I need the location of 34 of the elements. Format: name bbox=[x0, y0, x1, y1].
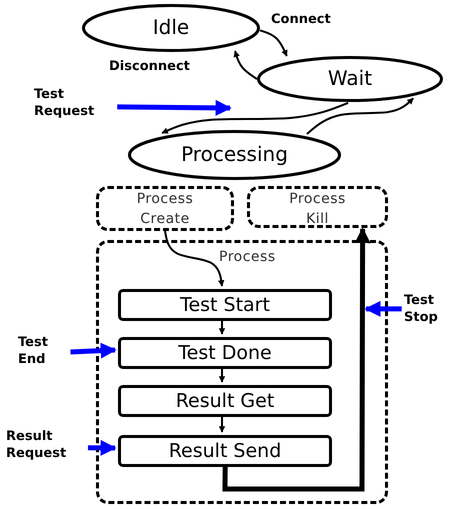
arrow bbox=[164, 230, 224, 287]
node-text: Result Send bbox=[168, 439, 282, 463]
arrow bbox=[218, 366, 226, 383]
event-text: Test End bbox=[18, 334, 49, 368]
event-text: Test Request bbox=[34, 86, 96, 120]
event-text: Result Request bbox=[6, 428, 68, 462]
node-text: Process bbox=[219, 249, 276, 265]
event-text: Test Stop bbox=[404, 292, 439, 326]
arrow bbox=[364, 300, 402, 317]
node-text: Process Kill bbox=[288, 190, 347, 229]
node-text: Wait bbox=[328, 66, 372, 90]
arrow bbox=[218, 318, 226, 335]
process-box bbox=[118, 289, 332, 321]
dashed-box bbox=[247, 186, 388, 228]
arrow bbox=[234, 50, 258, 80]
node-text: Test Done bbox=[178, 341, 272, 365]
arrow bbox=[306, 98, 414, 135]
arrow bbox=[117, 100, 232, 116]
dashed-box bbox=[96, 186, 234, 231]
process-box bbox=[118, 435, 332, 467]
dashed-container bbox=[96, 240, 388, 504]
node-text: Processing bbox=[181, 142, 288, 166]
node-text: Process Create bbox=[136, 190, 194, 229]
process-box bbox=[118, 337, 332, 369]
arrow bbox=[222, 227, 371, 492]
node-text: Test Start bbox=[180, 293, 270, 317]
arrow bbox=[218, 414, 226, 433]
node-text: Result Get bbox=[176, 389, 274, 413]
arrow bbox=[70, 342, 117, 359]
process-box bbox=[118, 385, 332, 417]
arrow bbox=[260, 29, 288, 57]
node-text: Idle bbox=[152, 15, 190, 39]
arrow bbox=[162, 102, 348, 134]
arrow bbox=[88, 440, 117, 456]
